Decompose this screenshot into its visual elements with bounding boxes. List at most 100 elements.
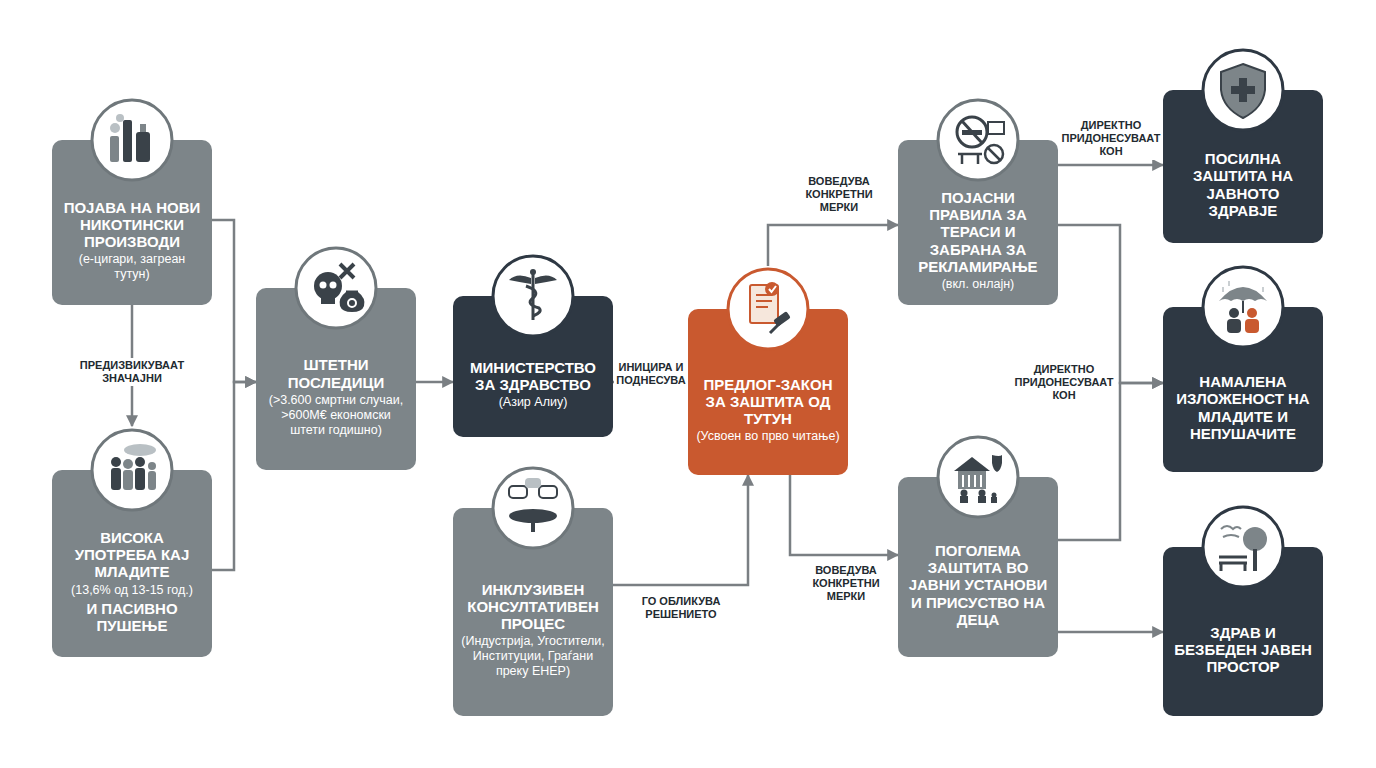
- icon-part: [960, 496, 968, 503]
- icon-part: [1223, 281, 1263, 292]
- icon-part: [765, 282, 779, 296]
- icon-part: [1247, 308, 1257, 318]
- icon-part: [116, 114, 124, 122]
- icon-circle: [938, 437, 1018, 517]
- box-title: ВИСОКА УПОТРЕБА КАЈ МЛАДИТЕ: [60, 529, 204, 581]
- icon-part: [340, 292, 365, 312]
- icon-part: [123, 470, 133, 490]
- process-box: МИНИСТЕРСТВО ЗА ЗДРАВСТВО(Азир Алиу): [453, 296, 613, 437]
- icon-part: [539, 486, 557, 498]
- icon-part: [110, 123, 120, 133]
- icon-part: [963, 475, 981, 487]
- icon-part: [140, 124, 146, 132]
- icon-badge: [491, 466, 575, 550]
- box-title: ИНКЛУЗИВЕН КОНСУЛТАТИВЕН ПРОЦЕС: [461, 581, 605, 633]
- icon-badge: [90, 428, 174, 512]
- box-subtitle: (Усвоен во прво читање): [696, 429, 839, 444]
- box-title: ПРЕДЛОГ-ЗАКОН ЗА ЗАШТИТА ОД ТУТУН: [696, 376, 840, 428]
- icon-part: [509, 275, 557, 284]
- box-title: ЗДРАВ И БЕЗБЕДЕН ЈАВЕН ПРОСТОР: [1171, 624, 1315, 676]
- icon-part: [770, 323, 780, 333]
- icon-part: [773, 311, 791, 327]
- icon-circle: [493, 256, 573, 336]
- icon-badge: [90, 98, 174, 182]
- edge-label: ГО ОБЛИКУВА РЕШЕНИЕТО: [620, 594, 742, 622]
- icon-symbol: [509, 478, 557, 532]
- box-title: ПОЈАСНИ ПРАВИЛА ЗА ТЕРАСИ И ЗАБРАНА ЗА Р…: [906, 189, 1050, 275]
- box-subtitle: (>3.600 смртни случаи, >600M€ економски …: [264, 393, 408, 438]
- icon-symbol: [1219, 281, 1267, 333]
- icon-part: [346, 291, 358, 294]
- icon-part: [961, 490, 968, 497]
- process-box: ИНКЛУЗИВЕН КОНСУЛТАТИВЕН ПРОЦЕС(Индустри…: [453, 508, 613, 716]
- process-box: ПОГОЛЕМА ЗАШТИТА ВО ЈАВНИ УСТАНОВИ И ПРИ…: [898, 477, 1058, 657]
- icon-badge: [1201, 265, 1285, 349]
- box-subtitle: (вкл. онлајн): [942, 277, 1015, 292]
- icon-badge: [294, 246, 378, 330]
- icon-part: [123, 459, 133, 469]
- flow-arrow: [768, 225, 898, 266]
- icon-part: [530, 269, 536, 275]
- icon-part: [1219, 287, 1267, 301]
- flow-arrow: [1058, 164, 1163, 167]
- icon-part: [148, 462, 156, 470]
- flow-arrow: [1058, 383, 1163, 540]
- process-box: ПОЈАСНИ ПРАВИЛА ЗА ТЕРАСИ И ЗАБРАНА ЗА Р…: [898, 140, 1058, 305]
- box-subtitle: (Индустрија, Угостители, Институции, Гра…: [461, 634, 605, 679]
- icon-circle: [92, 430, 172, 510]
- box-subtitle: (Азир Алиу): [499, 395, 568, 410]
- flow-arrow: [1058, 225, 1163, 383]
- icon-circle: [1203, 50, 1283, 130]
- icon-symbol: [509, 269, 557, 320]
- icon-badge: [1201, 505, 1285, 589]
- icon-symbol: [314, 264, 364, 312]
- box-title: МИНИСТЕРСТВО ЗА ЗДРАВСТВО: [461, 359, 605, 394]
- icon-part: [123, 120, 132, 162]
- icon-part: [509, 486, 527, 498]
- icon-part: [978, 496, 986, 503]
- icon-symbol: [750, 282, 791, 333]
- icon-part: [111, 468, 121, 490]
- edge-label: ПРЕДИЗВИКУВААТ ЗНАЧАЈНИ: [62, 358, 202, 386]
- box-title: И ПАСИВНО ПУШЕЊЕ: [60, 600, 204, 635]
- flow-arrow: [416, 381, 453, 384]
- icon-symbol: [111, 444, 156, 490]
- icon-part: [136, 132, 150, 162]
- icon-circle: [1203, 507, 1283, 587]
- flow-arrow: [1058, 631, 1163, 634]
- flow-arrow: [212, 382, 256, 570]
- icon-part: [321, 296, 335, 304]
- icon-part: [148, 471, 156, 490]
- edge-label: ВОВЕДУВА КОНКРЕТНИ МЕРКИ: [784, 174, 894, 216]
- icon-symbol: [110, 114, 150, 162]
- box-title: ШТЕТНИ ПОСЛЕДИЦИ: [264, 356, 408, 391]
- icon-part: [991, 497, 997, 503]
- process-box: ВИСОКА УПОТРЕБА КАЈ МЛАДИТЕ(13,6% од 13-…: [52, 470, 212, 657]
- flow-arrow: [790, 475, 898, 555]
- edge-label: ДИРЕКТНО ПРИДОНЕСУВААТ КОН: [1012, 362, 1116, 404]
- icon-symbol: [954, 455, 1002, 503]
- icon-symbol: [1221, 64, 1265, 118]
- box-title: ПОСИЛНА ЗАШТИТА НА ЈАВНОТО ЗДРАВЈЕ: [1171, 150, 1315, 219]
- edge-label: ДИРЕКТНО ПРИДОНЕСУВААТ КОН: [1059, 118, 1163, 160]
- icon-part: [988, 122, 1004, 134]
- icon-part: [1221, 526, 1241, 537]
- icon-badge: [726, 267, 810, 351]
- icon-part: [769, 286, 776, 292]
- icon-part: [330, 282, 337, 289]
- edge-label: ИНИЦИРА И ПОДНЕСУВА: [614, 360, 688, 388]
- process-box: ПОСИЛНА ЗАШТИТА НА ЈАВНОТО ЗДРАВЈЕ: [1163, 90, 1323, 243]
- flow-arrow: [613, 475, 748, 585]
- icon-part: [958, 471, 986, 489]
- icon-part: [756, 295, 772, 307]
- box-title: ПОЈАВА НА НОВИ НИКОТИНСКИ ПРОИЗВОДИ: [60, 199, 204, 251]
- icon-part: [1227, 319, 1241, 333]
- process-box: ПОЈАВА НА НОВИ НИКОТИНСКИ ПРОИЗВОДИ(е-ци…: [52, 140, 212, 305]
- icon-part: [110, 136, 119, 162]
- icon-symbol: [957, 117, 1004, 164]
- icon-part: [111, 457, 121, 467]
- icon-badge: [491, 254, 575, 338]
- box-title: НАМАЛЕНА ИЗЛОЖЕНОСТ НА МЛАДИТЕ И НЕПУШАЧ…: [1171, 373, 1315, 442]
- icon-part: [340, 264, 354, 278]
